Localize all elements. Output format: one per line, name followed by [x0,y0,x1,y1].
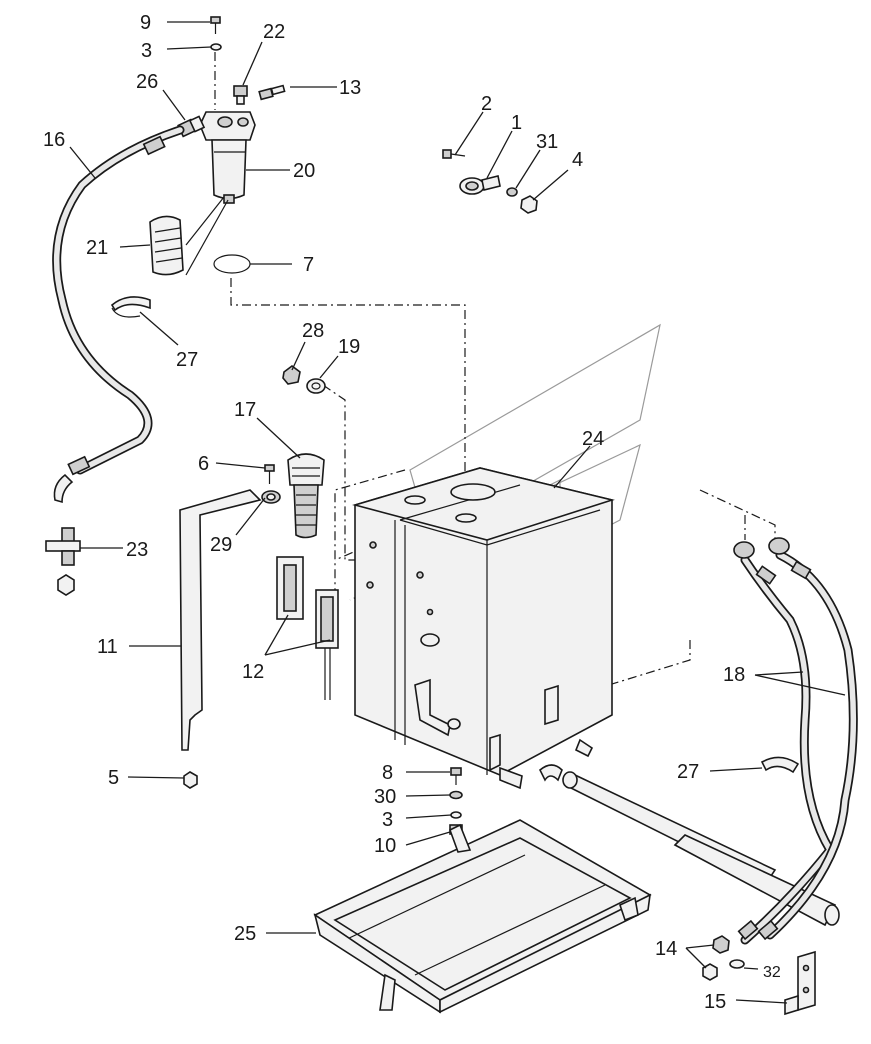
plug-32 [729,959,745,969]
callout-20: 20 [293,160,315,182]
plug-22 [233,85,248,105]
callout-19: 19 [338,336,360,358]
callout-18: 18 [723,664,745,686]
washer-30 [449,790,463,800]
washer-3-bottom [450,811,462,819]
callout-6: 6 [198,453,209,475]
callout-16: 16 [43,129,65,151]
callout-27-top: 27 [176,349,198,371]
callout-12: 12 [242,661,264,683]
callout-31: 31 [536,131,558,153]
callout-27-right: 27 [677,761,699,783]
callout-22: 22 [263,21,285,43]
bolt-8 [450,767,462,785]
washer-3-top [210,43,222,51]
callout-3-top: 3 [141,40,152,62]
clamp-27-top [110,296,151,318]
callout-15: 15 [704,991,726,1013]
clip-1 [459,175,501,195]
callout-1: 1 [511,112,522,134]
fuel-tank-24 [352,467,615,790]
clamp-27-tank [539,764,563,782]
hoses-18 [733,537,858,945]
callout-23: 23 [126,539,148,561]
callout-13: 13 [339,77,361,99]
screw-2 [442,149,466,159]
bolt-9 [210,16,221,34]
callout-labels: 9 3 22 26 13 16 20 21 7 27 2 1 31 4 28 1… [43,12,781,1013]
sight-gauges-12 [276,556,339,700]
callout-14: 14 [655,938,677,960]
callout-17: 17 [234,399,256,421]
bracket-15 [784,950,816,1016]
callout-11: 11 [97,636,118,658]
clamp-27-right [760,756,800,774]
callout-25: 25 [234,923,256,945]
fittings-14 [702,935,730,981]
callout-5: 5 [108,767,119,789]
gasket-19 [306,378,326,394]
tank-tray-25 [313,819,652,1014]
callout-30: 30 [374,786,396,808]
callout-7: 7 [303,254,314,276]
plug-28 [282,365,301,385]
o-ring-7 [213,254,251,274]
filter-assembly-20 [199,111,256,204]
callout-8: 8 [382,762,393,784]
callout-24: 24 [582,428,604,450]
callout-10: 10 [374,835,396,857]
callout-26: 26 [136,71,158,93]
sensor-13 [258,84,286,101]
callout-32: 32 [763,964,781,981]
bracket-11 [179,489,262,751]
leader-lines [69,21,846,1004]
filler-neck-17 [287,453,325,539]
washer-31 [506,187,518,197]
callout-2: 2 [481,93,492,115]
callout-3-bottom: 3 [382,809,393,831]
filter-element-21 [149,196,229,276]
callout-4: 4 [572,149,583,171]
callout-29: 29 [210,534,232,556]
nut-5 [183,771,198,789]
washer-29 [261,490,281,504]
fitting-23 [45,527,81,596]
callout-28: 28 [302,320,324,342]
callout-9: 9 [140,12,151,34]
callout-21: 21 [86,237,108,259]
hose-16 [52,125,185,504]
nut-4 [520,195,538,214]
bolt-6 [264,464,275,484]
